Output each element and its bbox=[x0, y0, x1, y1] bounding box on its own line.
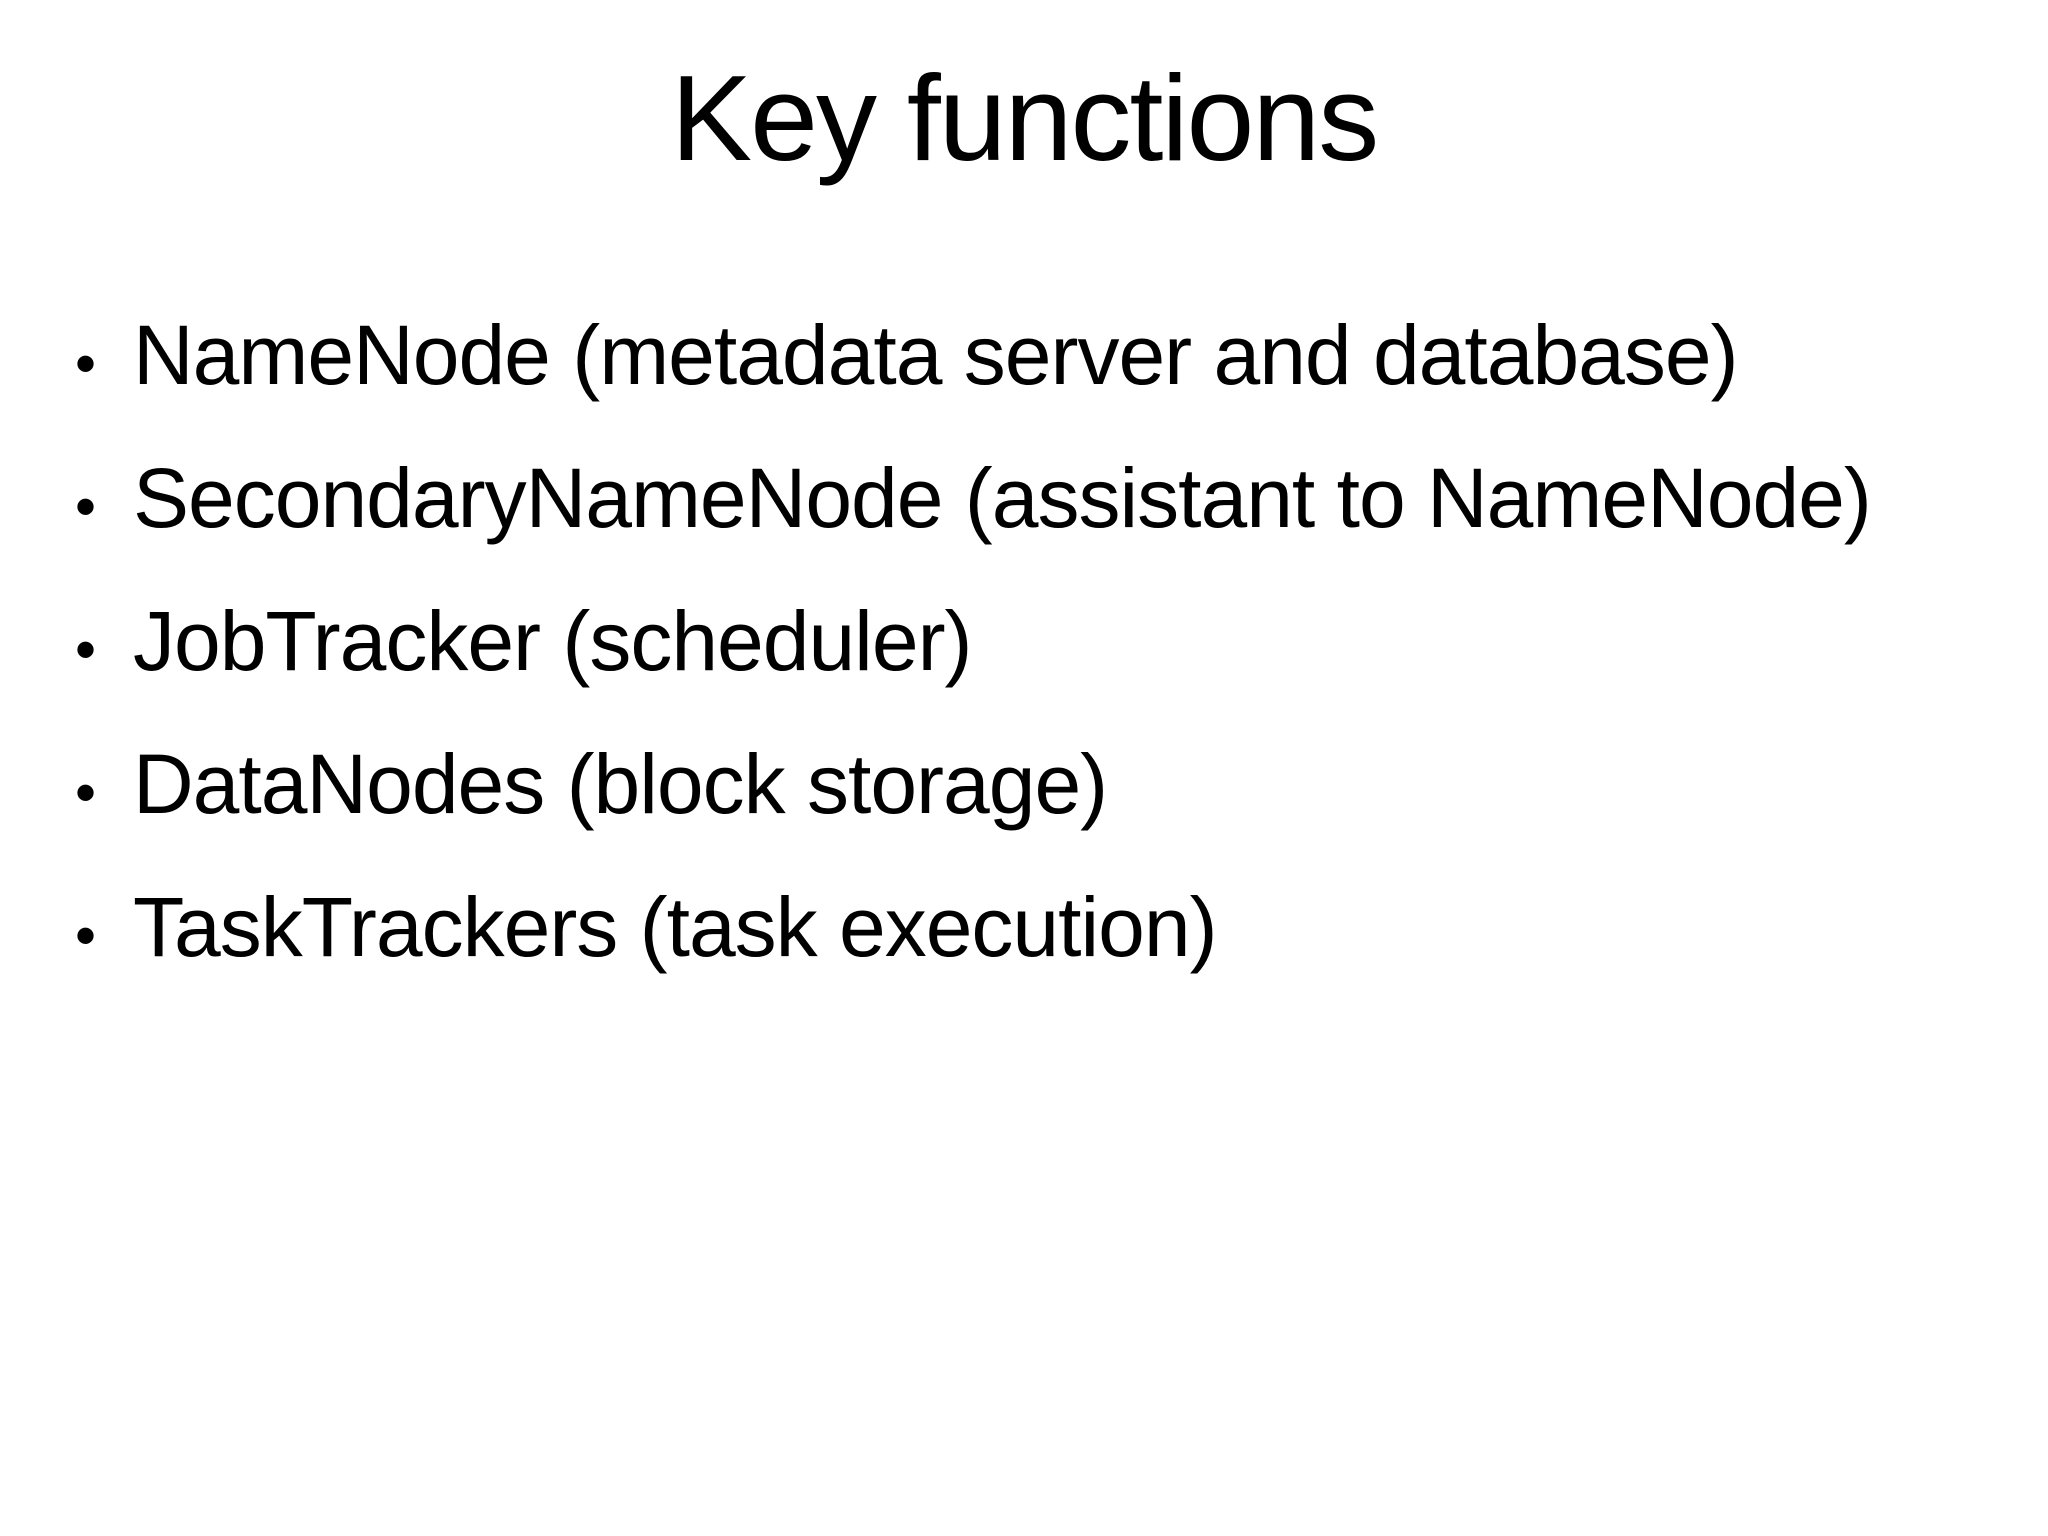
list-item: • TaskTrackers (task execution) bbox=[75, 860, 1988, 1003]
bullet-text: NameNode (metadata server and database) bbox=[133, 308, 1739, 402]
slide-title: Key functions bbox=[670, 50, 1379, 186]
list-item: • DataNodes (block storage) bbox=[75, 717, 1988, 860]
bullet-icon: • bbox=[75, 759, 96, 826]
bullet-text: TaskTrackers (task execution) bbox=[133, 880, 1218, 974]
bullet-icon: • bbox=[75, 616, 96, 683]
bullet-icon: • bbox=[75, 330, 96, 397]
bullet-icon: • bbox=[75, 473, 96, 540]
bullet-icon: • bbox=[75, 902, 96, 969]
list-item: • JobTracker (scheduler) bbox=[75, 574, 1988, 717]
bullet-text: SecondaryNameNode (assistant to NameNode… bbox=[133, 451, 1872, 545]
list-item: • SecondaryNameNode (assistant to NameNo… bbox=[75, 431, 1988, 574]
list-item: • NameNode (metadata server and database… bbox=[75, 288, 1988, 431]
bullet-text: JobTracker (scheduler) bbox=[133, 594, 973, 688]
bullet-list: • NameNode (metadata server and database… bbox=[75, 288, 1988, 1003]
bullet-text: DataNodes (block storage) bbox=[133, 737, 1108, 831]
